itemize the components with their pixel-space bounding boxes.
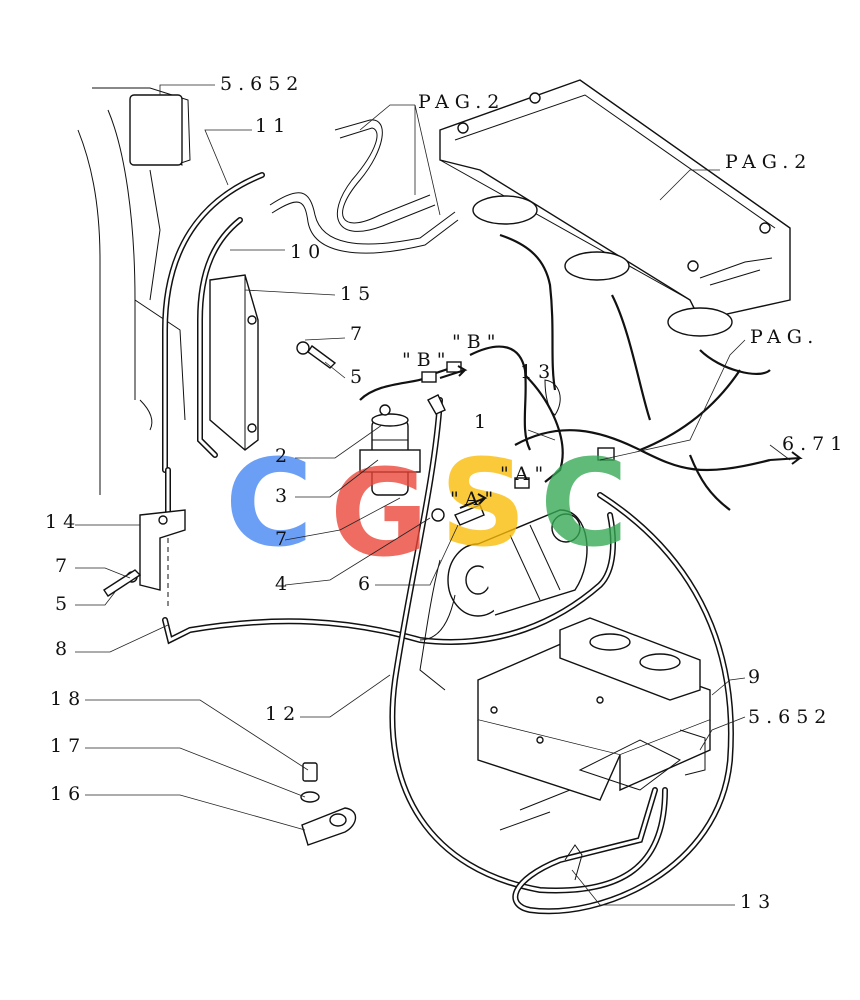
callout-5-left: 5 <box>55 593 73 615</box>
callout-8: 8 <box>55 638 73 660</box>
callout-pag2-right: PAG.2 <box>725 151 812 173</box>
callout-18: 18 <box>50 688 86 710</box>
arrow-6-71 <box>769 451 803 465</box>
callout-7-upper: 7 <box>350 323 368 345</box>
watermark-letter-4: C <box>540 435 628 574</box>
arrow-a <box>459 493 488 509</box>
callout-6: 6 <box>358 573 376 595</box>
callout-3: 3 <box>275 485 293 507</box>
callout-9: 9 <box>748 666 766 688</box>
callout-4: 4 <box>275 573 293 595</box>
callout-10: 10 <box>290 241 326 263</box>
callout-a-1: "A" <box>450 488 499 510</box>
ac-compressor <box>419 509 588 691</box>
receiver-drier <box>359 404 421 496</box>
bracket-14 <box>139 509 186 591</box>
callout-pag-right: PAG. <box>750 326 819 348</box>
callout-5652-right: 5.652 <box>748 706 832 728</box>
watermark-letter-1: C <box>225 435 313 574</box>
wiring-harness <box>359 233 771 511</box>
refrigerant-hoses <box>162 119 734 915</box>
callout-7-left: 7 <box>55 555 73 577</box>
callout-14: 14 <box>45 511 81 533</box>
callout-17: 17 <box>50 735 86 757</box>
callout-1: 1 <box>474 411 492 433</box>
callout-7-middle: 7 <box>275 528 293 550</box>
callout-2: 2 <box>275 445 293 467</box>
callout-pag2-top: PAG.2 <box>418 91 505 113</box>
heater-box <box>477 617 711 831</box>
callout-12: 12 <box>265 703 301 725</box>
cab-frame <box>77 87 191 495</box>
watermark-letter-3: S <box>440 435 526 574</box>
fasteners <box>103 341 583 881</box>
watermark-letter-2: G <box>330 445 429 584</box>
callout-6-71: 6.71 <box>782 433 848 455</box>
evaporator-unit <box>439 79 791 337</box>
callout-15: 15 <box>340 283 376 305</box>
callout-a-2: "A" <box>500 463 549 485</box>
callout-13-lower: 13 <box>740 891 776 913</box>
callout-b-2: "B" <box>452 331 501 353</box>
arrow-b <box>439 365 468 379</box>
callout-b-1: "B" <box>402 349 451 371</box>
callout-13-upper: 13 <box>520 361 556 383</box>
callout-16: 16 <box>50 783 86 805</box>
callout-5-upper: 5 <box>350 366 368 388</box>
callout-5652-top: 5.652 <box>220 73 304 95</box>
leader-lines <box>75 84 791 906</box>
callout-labels: 5.652 11 PAG.2 PAG.2 10 15 7 5 13 PAG. "… <box>45 73 848 913</box>
bracket-15 <box>209 274 259 451</box>
callout-11: 11 <box>255 115 291 137</box>
